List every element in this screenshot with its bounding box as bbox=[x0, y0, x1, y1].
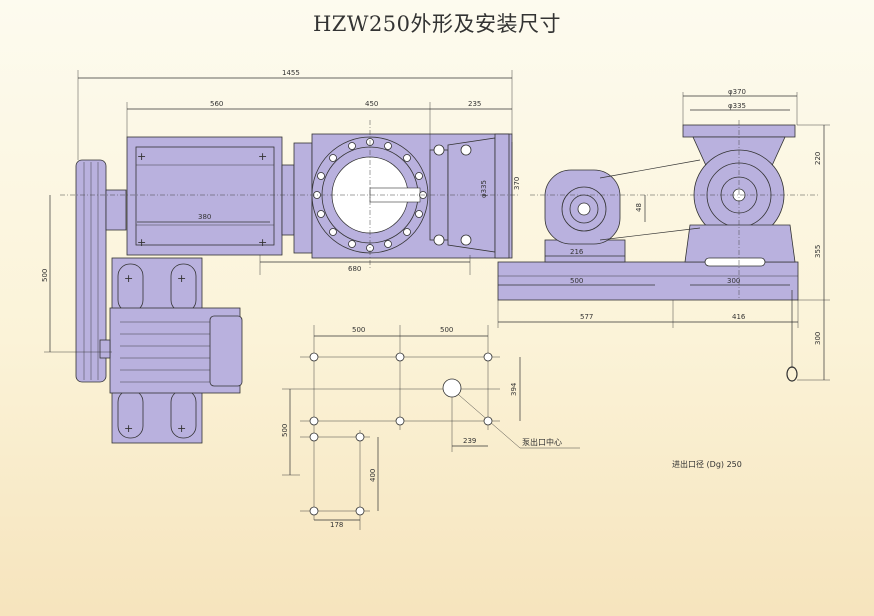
dim-680-label: 680 bbox=[348, 265, 361, 273]
dim-phi335-top-label: φ335 bbox=[728, 102, 746, 110]
dim-216-label: 216 bbox=[570, 248, 584, 256]
holes-239-label: 239 bbox=[463, 437, 476, 445]
dim-500-left-label: 500 bbox=[41, 269, 49, 282]
dim-380-label: 380 bbox=[198, 213, 211, 221]
dim-phi335-front-label: φ335 bbox=[480, 180, 488, 198]
dim-row-2 bbox=[126, 102, 512, 150]
side-view-base bbox=[497, 239, 799, 301]
dim-450-label: 450 bbox=[365, 100, 378, 108]
dim-300-right-label: 300 bbox=[814, 332, 822, 345]
holes-400-label: 400 bbox=[369, 469, 377, 482]
page-title: HZW250外形及安装尺寸 bbox=[312, 12, 562, 36]
dim-355-label: 355 bbox=[814, 245, 822, 258]
svg-text:+: + bbox=[137, 150, 146, 163]
dim-phi370-label: φ370 bbox=[728, 88, 746, 96]
dim-500-base-label: 500 bbox=[570, 277, 583, 285]
svg-text:+: + bbox=[124, 272, 133, 285]
holes-178-label: 178 bbox=[330, 521, 343, 529]
holes-500-a-label: 500 bbox=[352, 326, 365, 334]
svg-text:+: + bbox=[177, 422, 186, 435]
svg-text:+: + bbox=[137, 236, 146, 249]
dim-370-label: 370 bbox=[513, 177, 521, 190]
hook-handle bbox=[786, 290, 798, 382]
side-motor bbox=[544, 169, 621, 245]
svg-text:+: + bbox=[258, 150, 267, 163]
inlet-outlet-diameter-label: 进出口径 (Dg) 250 bbox=[672, 460, 742, 469]
drive-motor: + + + + bbox=[99, 257, 243, 444]
anchor-holes bbox=[309, 352, 493, 516]
dim-560-label: 560 bbox=[210, 100, 223, 108]
side-pump bbox=[599, 124, 796, 267]
holes-500-b-label: 500 bbox=[440, 326, 453, 334]
pump-outlet-center-label: 泵出口中心 bbox=[522, 438, 562, 447]
dim-1455 bbox=[77, 70, 513, 160]
dim-235-label: 235 bbox=[468, 100, 481, 108]
dim-48-label: 48 bbox=[635, 203, 643, 212]
holes-500-v-label: 500 bbox=[281, 424, 289, 437]
dim-220-label: 220 bbox=[814, 152, 822, 165]
svg-text:+: + bbox=[124, 422, 133, 435]
holes-394-label: 394 bbox=[510, 382, 518, 396]
dim-300-base-label: 300 bbox=[727, 277, 740, 285]
svg-text:+: + bbox=[258, 236, 267, 249]
dim-577-label: 577 bbox=[580, 313, 593, 321]
foundation-hole-pattern bbox=[282, 325, 580, 530]
drive-pulley bbox=[75, 159, 127, 383]
dim-416-label: 416 bbox=[732, 313, 746, 321]
dim-1455-label: 1455 bbox=[282, 69, 300, 77]
gear-pump-body: + + + + bbox=[126, 136, 313, 256]
svg-text:+: + bbox=[177, 272, 186, 285]
